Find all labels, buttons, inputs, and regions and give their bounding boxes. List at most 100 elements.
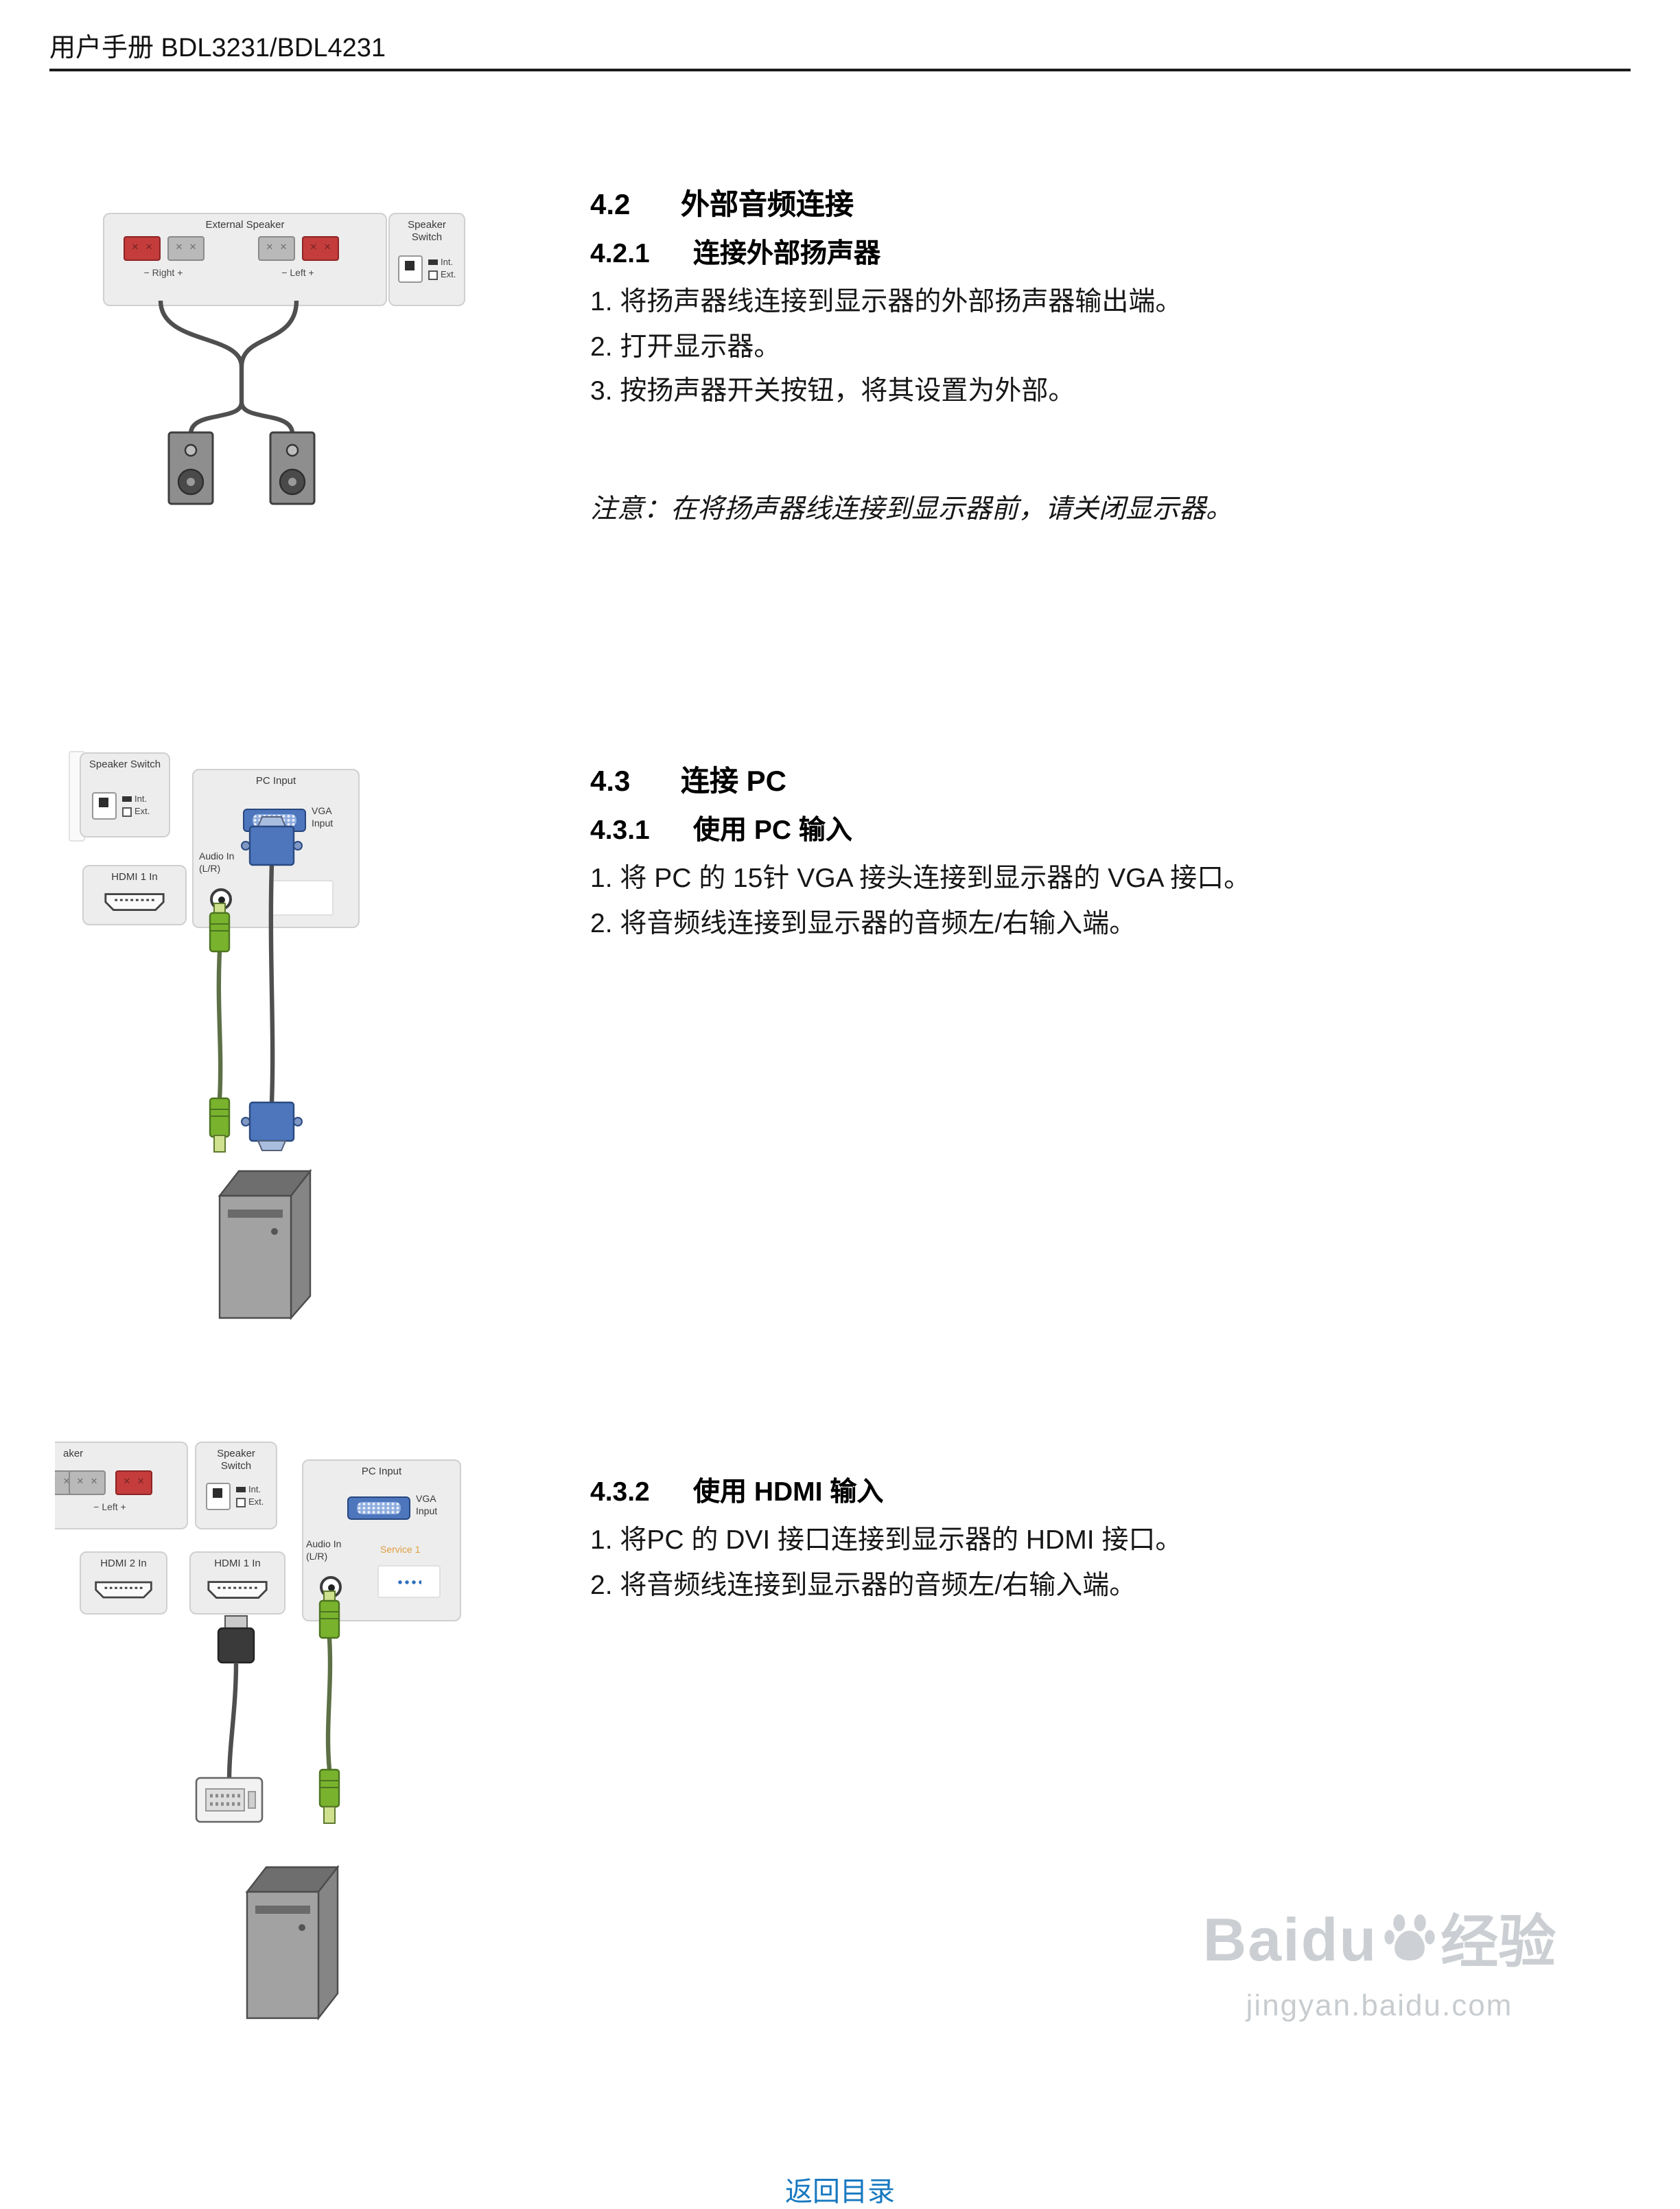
speaker-terminal-gray-icon (69, 1470, 106, 1495)
speaker-terminal-red-icon (115, 1470, 152, 1495)
int-label: Int. (135, 794, 148, 805)
step-item: 1. 将 PC 的 15针 VGA 接头连接到显示器的 VGA 接口。 (590, 864, 1251, 894)
step-item: 1. 将扬声器线连接到显示器的外部扬声器输出端。 (590, 287, 1182, 317)
hdmi-1-in-label: HDMI 1 In (111, 870, 158, 883)
left-terminal-label: − Left + (93, 1503, 126, 1513)
step-item: 2. 将音频线连接到显示器的音频左/右输入端。 (590, 908, 1136, 938)
left-terminal-label: − Left + (281, 269, 314, 279)
section-title: 外部音频连接 (681, 189, 854, 221)
page-header-title: 用户手册 BDL3231/BDL4231 (49, 34, 386, 63)
subsection-number: 4.2.1 (590, 239, 650, 269)
step-item: 1. 将PC 的 DVI 接口连接到显示器的 HDMI 接口。 (590, 1525, 1182, 1555)
right-terminal-label: − Right + (143, 269, 183, 279)
paw-icon (1384, 1914, 1434, 1961)
header-divider (49, 69, 1631, 71)
vga-input-label: VGA Input (312, 807, 334, 829)
ext-indicator-icon (236, 1498, 246, 1508)
hdmi-connector-icon (104, 893, 165, 911)
speaker-switch-panel: Speaker Switch Int. Ext. (195, 1442, 277, 1529)
speaker-terminal-red-icon (302, 236, 339, 261)
step-item: 2. 打开显示器。 (590, 332, 781, 362)
speaker-terminal-red-icon (124, 236, 161, 261)
pc-hdmi-connection-diagram: aker − Left + Speaker Switch Int. Ext. P… (55, 1435, 467, 2094)
ext-label: Ext. (248, 1498, 264, 1508)
right-speaker-icon (269, 431, 316, 505)
section-4-2: 4.2 外部音频连接 4.2.1 连接外部扬声器 1. 将扬声器线连接到显示器的外部… (590, 187, 1441, 525)
audio-in-label: Audio In (L/R) (306, 1540, 342, 1562)
speaker-switch-panel: Speaker Switch Int. Ext. (388, 213, 465, 306)
audio-cable (209, 903, 231, 1153)
service-port (377, 1565, 441, 1598)
external-speaker-label: External Speaker (205, 218, 285, 231)
speaker-terminal-gray-icon (167, 236, 205, 261)
subsection-title: 连接外部扬声器 (693, 239, 881, 269)
note-text: 注意：在将扬声器线连接到显示器前，请关闭显示器。 (590, 494, 1233, 524)
vga-input-label: VGA Input (416, 1495, 438, 1516)
watermark-brand-text: Baidu (1202, 1907, 1378, 1974)
int-indicator-icon (428, 259, 438, 266)
back-to-toc-link[interactable]: 返回目录 (785, 2177, 895, 2208)
baidu-jingyan-watermark: Baidu 经验 jingyan.baidu.com (1169, 1907, 1589, 2024)
audio-cable (318, 1591, 340, 1824)
section-number: 4.3 (590, 766, 631, 798)
section-number: 4.2 (590, 189, 631, 221)
watermark-suffix-text: 经验 (1440, 1910, 1556, 1974)
int-label: Int. (248, 1485, 261, 1495)
ext-label: Ext. (441, 270, 456, 281)
speaker-terminal-gray-icon (258, 236, 295, 261)
pc-vga-connection-diagram: Speaker Switch Int. Ext. HDMI 1 In PC In… (69, 748, 371, 1325)
external-speaker-panel-cropped: aker − Left + (55, 1442, 188, 1529)
audio-jack-icon (210, 888, 232, 910)
subsection-title: 使用 HDMI 输入 (693, 1477, 884, 1507)
hdmi-2-in-panel: HDMI 2 In (80, 1551, 167, 1615)
external-speaker-panel: External Speaker − Right + − Left + (103, 213, 387, 306)
hdmi-2-in-label: HDMI 2 In (100, 1557, 147, 1569)
pc-input-panel: PC Input VGA Input Audio In (L/R) (192, 769, 360, 928)
pc-input-panel: PC Input VGA Input Audio In (L/R) Servic… (302, 1459, 461, 1621)
speaker-switch-label: Speaker Switch (89, 758, 161, 770)
int-indicator-icon (236, 1487, 246, 1493)
pc-input-label: PC Input (361, 1465, 402, 1477)
pc-tower-icon (218, 1168, 312, 1321)
speaker-switch-icon (92, 792, 117, 820)
step-item: 3. 按扬声器开关按钮，将其设置为外部。 (590, 376, 1075, 406)
subsection-number: 4.3.2 (590, 1477, 650, 1507)
step-item: 2. 将音频线连接到显示器的音频左/右输入端。 (590, 1570, 1136, 1600)
speaker-switch-icon (398, 255, 423, 283)
external-speaker-diagram: External Speaker − Right + − Left + Spea… (103, 213, 474, 535)
ext-label: Ext. (135, 807, 150, 818)
ext-indicator-icon (122, 807, 132, 818)
hdmi-connector-icon (95, 1581, 152, 1599)
hdmi-1-in-panel: HDMI 1 In (82, 865, 187, 925)
dvi-connector-icon (195, 1777, 264, 1823)
external-speaker-label-cropped: aker (63, 1447, 84, 1459)
vga-port-icon (243, 809, 306, 832)
speaker-switch-panel: Speaker Switch Int. Ext. (80, 752, 170, 837)
hdmi-1-in-panel: HDMI 1 In (189, 1551, 285, 1615)
hdmi-1-in-label: HDMI 1 In (214, 1557, 261, 1569)
left-speaker-icon (167, 431, 214, 505)
footer: 返回目录 (0, 2169, 1680, 2209)
audio-in-label: Audio In (L/R) (199, 853, 235, 874)
speaker-cable-paths (158, 300, 299, 435)
service-port (270, 880, 334, 916)
vga-port-icon (347, 1496, 410, 1520)
speaker-switch-label: Speaker Switch (408, 218, 446, 243)
speaker-switch-label: Speaker Switch (217, 1447, 255, 1472)
speaker-switch-icon (206, 1483, 231, 1510)
hdmi-connector-icon (207, 1581, 268, 1599)
service-label: Service 1 (380, 1546, 421, 1555)
subsection-number: 4.3.1 (590, 816, 650, 846)
section-4-3-2: 4.3.2 使用 HDMI 输入 1. 将PC 的 DVI 接口连接到显示器的 H… (590, 1474, 1441, 1608)
watermark-url: jingyan.baidu.com (1246, 1988, 1513, 2022)
int-label: Int. (441, 257, 454, 268)
hdmi-dvi-cable (195, 1615, 264, 1823)
subsection-title: 使用 PC 输入 (693, 816, 852, 846)
pc-tower-icon (245, 1864, 340, 2021)
ext-indicator-icon (428, 270, 438, 281)
int-indicator-icon (122, 796, 132, 802)
service-pins-icon (397, 1578, 421, 1585)
audio-jack-icon (320, 1576, 342, 1598)
